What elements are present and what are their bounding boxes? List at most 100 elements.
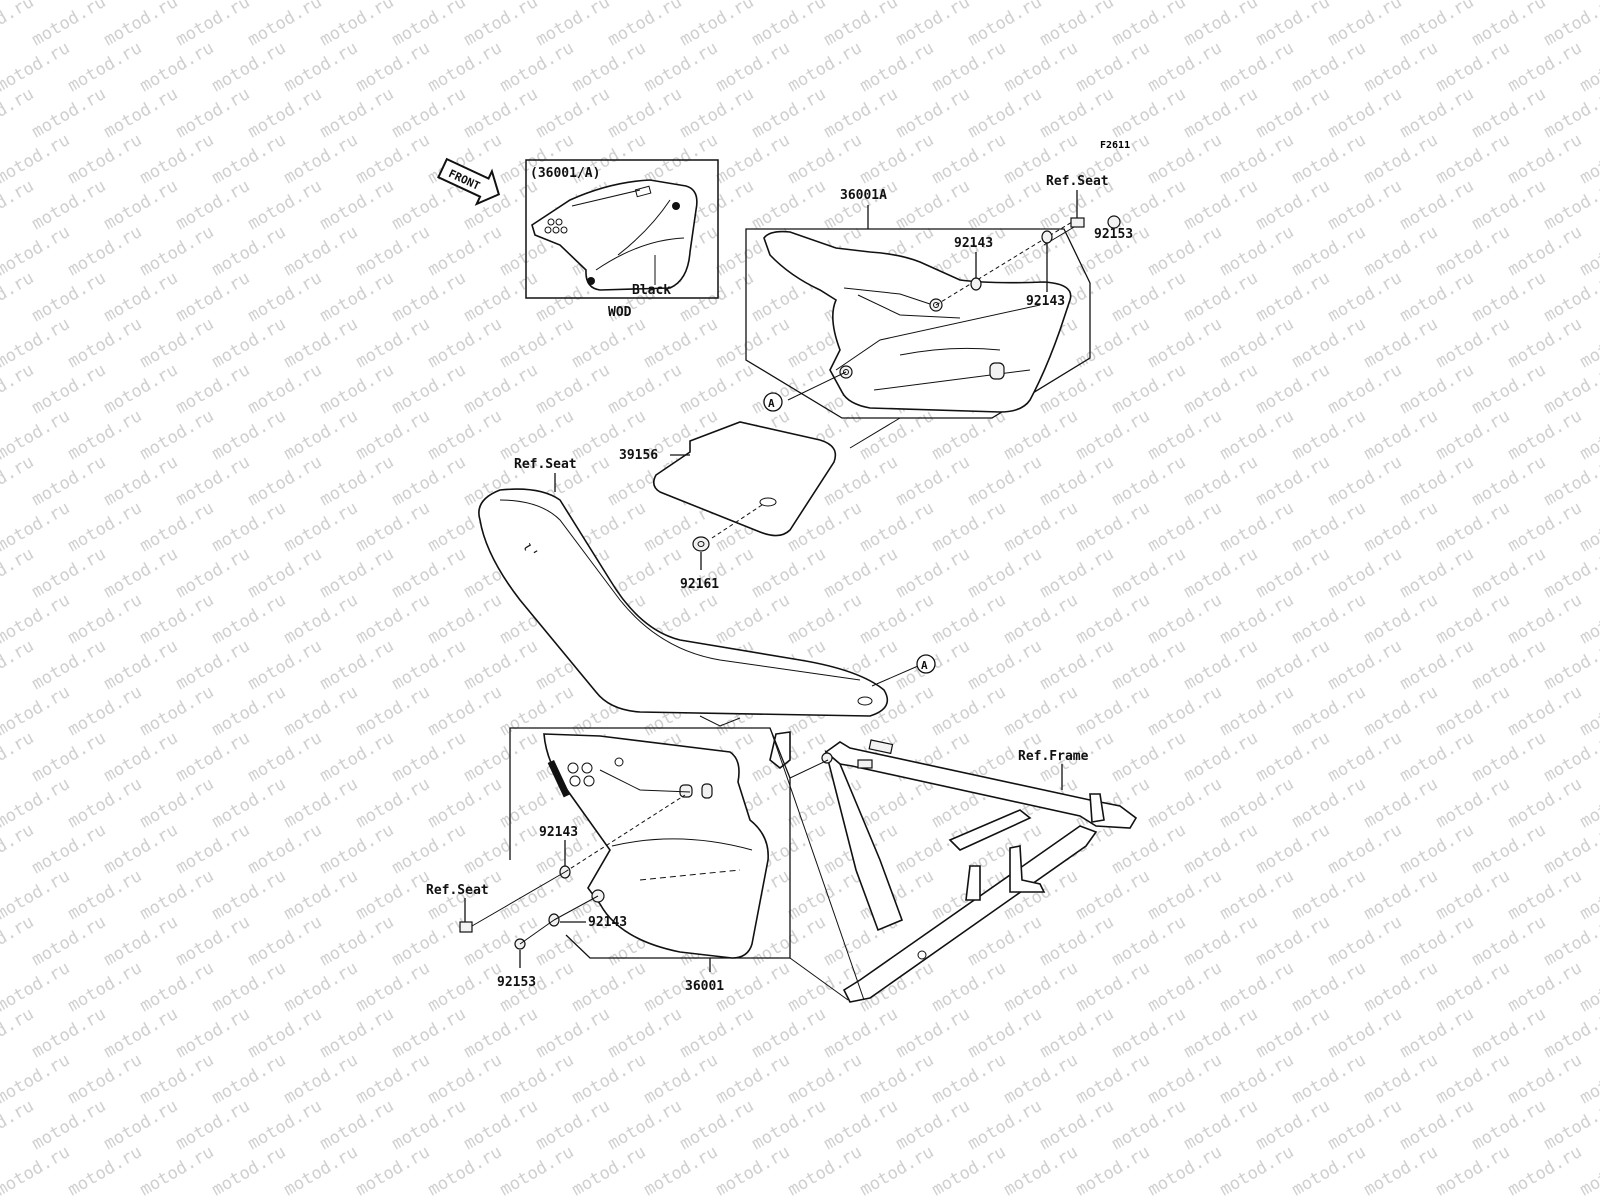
watermark-text: motod.ru: [1073, 682, 1154, 740]
watermark-text: motod.ru: [389, 360, 470, 418]
watermark-text: motod.ru: [533, 84, 614, 142]
watermark-text: motod.ru: [785, 866, 866, 924]
watermark-text: motod.ru: [425, 314, 506, 372]
watermark-text: motod.ru: [749, 1096, 830, 1154]
watermark-text: motod.ru: [425, 590, 506, 648]
watermark-text: motod.ru: [749, 84, 830, 142]
watermark-text: motod.ru: [1469, 268, 1550, 326]
watermark-text: motod.ru: [317, 1096, 398, 1154]
watermark-text: motod.ru: [281, 314, 362, 372]
watermark-text: motod.ru: [389, 636, 470, 694]
watermark-text: motod.ru: [1073, 1050, 1154, 1108]
watermark-text: motod.ru: [1253, 544, 1334, 602]
watermark-text: motod.ru: [785, 38, 866, 96]
watermark-text: motod.ru: [1073, 314, 1154, 372]
watermark-text: motod.ru: [1397, 1004, 1478, 1062]
watermark-text: motod.ru: [245, 176, 326, 234]
watermark-text: motod.ru: [1253, 84, 1334, 142]
watermark-text: motod.ru: [137, 222, 218, 280]
watermark-text: motod.ru: [929, 590, 1010, 648]
watermark-text: motod.ru: [317, 728, 398, 786]
watermark-text: motod.ru: [857, 38, 938, 96]
watermark-text: motod.ru: [1289, 498, 1370, 556]
watermark-text: motod.ru: [1469, 820, 1550, 878]
watermark-text: motod.ru: [173, 912, 254, 970]
watermark-text: motod.ru: [29, 1096, 110, 1154]
watermark-text: motod.ru: [209, 38, 290, 96]
watermark-text: motod.ru: [893, 544, 974, 602]
watermark-text: motod.ru: [461, 360, 542, 418]
watermark-text: motod.ru: [965, 636, 1046, 694]
watermark-text: motod.ru: [65, 866, 146, 924]
watermark-text: motod.ru: [713, 1050, 794, 1108]
watermark-text: motod.ru: [1289, 590, 1370, 648]
watermark-text: motod.ru: [29, 0, 110, 50]
watermark-text: motod.ru: [1361, 314, 1442, 372]
watermark-text: motod.ru: [425, 222, 506, 280]
watermark-text: motod.ru: [425, 38, 506, 96]
watermark-text: motod.ru: [1577, 0, 1600, 4]
watermark-text: motod.ru: [245, 820, 326, 878]
watermark-text: motod.ru: [1109, 452, 1190, 510]
watermark-text: motod.ru: [929, 958, 1010, 1016]
watermark-text: motod.ru: [425, 406, 506, 464]
watermark-text: motod.ru: [1361, 1050, 1442, 1108]
watermark-text: motod.ru: [101, 268, 182, 326]
watermark-text: motod.ru: [1397, 268, 1478, 326]
watermark-text: motod.ru: [389, 820, 470, 878]
watermark-text: motod.ru: [281, 958, 362, 1016]
watermark-text: motod.ru: [101, 176, 182, 234]
watermark-text: motod.ru: [245, 360, 326, 418]
watermark-text: motod.ru: [497, 38, 578, 96]
watermark-text: motod.ru: [785, 1142, 866, 1200]
label-92143-top-a: 92143: [954, 236, 993, 251]
watermark-text: motod.ru: [641, 314, 722, 372]
watermark-text: motod.ru: [893, 452, 974, 510]
watermark-text: motod.ru: [857, 130, 938, 188]
watermark-text: motod.ru: [1289, 1050, 1370, 1108]
watermark-text: motod.ru: [209, 130, 290, 188]
watermark-text: motod.ru: [929, 498, 1010, 556]
watermark-text: motod.ru: [1253, 0, 1334, 50]
watermark-text: motod.ru: [605, 1096, 686, 1154]
watermark-text: motod.ru: [1217, 590, 1298, 648]
watermark-text: motod.ru: [1217, 222, 1298, 280]
watermark-text: motod.ru: [281, 590, 362, 648]
watermark-text: motod.ru: [1469, 360, 1550, 418]
watermark-text: motod.ru: [137, 1050, 218, 1108]
watermark-text: motod.ru: [713, 130, 794, 188]
watermark-text: motod.ru: [101, 452, 182, 510]
watermark-text: motod.ru: [245, 728, 326, 786]
watermark-text: motod.ru: [1469, 1096, 1550, 1154]
inset-caption: WOD: [608, 305, 632, 320]
watermark-text: motod.ru: [1001, 498, 1082, 556]
watermark-text: motod.ru: [605, 360, 686, 418]
watermark-text: motod.ru: [245, 636, 326, 694]
watermark-text: motod.ru: [677, 360, 758, 418]
watermark-text: motod.ru: [245, 84, 326, 142]
watermark-text: motod.ru: [317, 452, 398, 510]
watermark-text: motod.ru: [173, 1096, 254, 1154]
watermark-text: motod.ru: [1181, 820, 1262, 878]
watermark-text: motod.ru: [1469, 728, 1550, 786]
watermark-text: motod.ru: [749, 176, 830, 234]
watermark-text: motod.ru: [1037, 84, 1118, 142]
watermark-text: motod.ru: [1505, 866, 1586, 924]
watermark-text: motod.ru: [1397, 176, 1478, 234]
watermark-text: motod.ru: [317, 0, 398, 50]
svg-text:A: A: [768, 397, 775, 410]
watermark-text: motod.ru: [1289, 222, 1370, 280]
watermark-text: motod.ru: [101, 636, 182, 694]
watermark-text: motod.ru: [317, 84, 398, 142]
watermark-text: motod.ru: [677, 1004, 758, 1062]
watermark-text: motod.ru: [461, 268, 542, 326]
watermark-text: motod.ru: [353, 866, 434, 924]
watermark-text: motod.ru: [137, 958, 218, 1016]
watermark-text: motod.ru: [1289, 774, 1370, 832]
damper-92161: 92161: [680, 536, 719, 592]
label-39156: 39156: [619, 448, 658, 463]
watermark-text: motod.ru: [1217, 1050, 1298, 1108]
watermark-text: motod.ru: [317, 636, 398, 694]
watermark-text: motod.ru: [65, 314, 146, 372]
